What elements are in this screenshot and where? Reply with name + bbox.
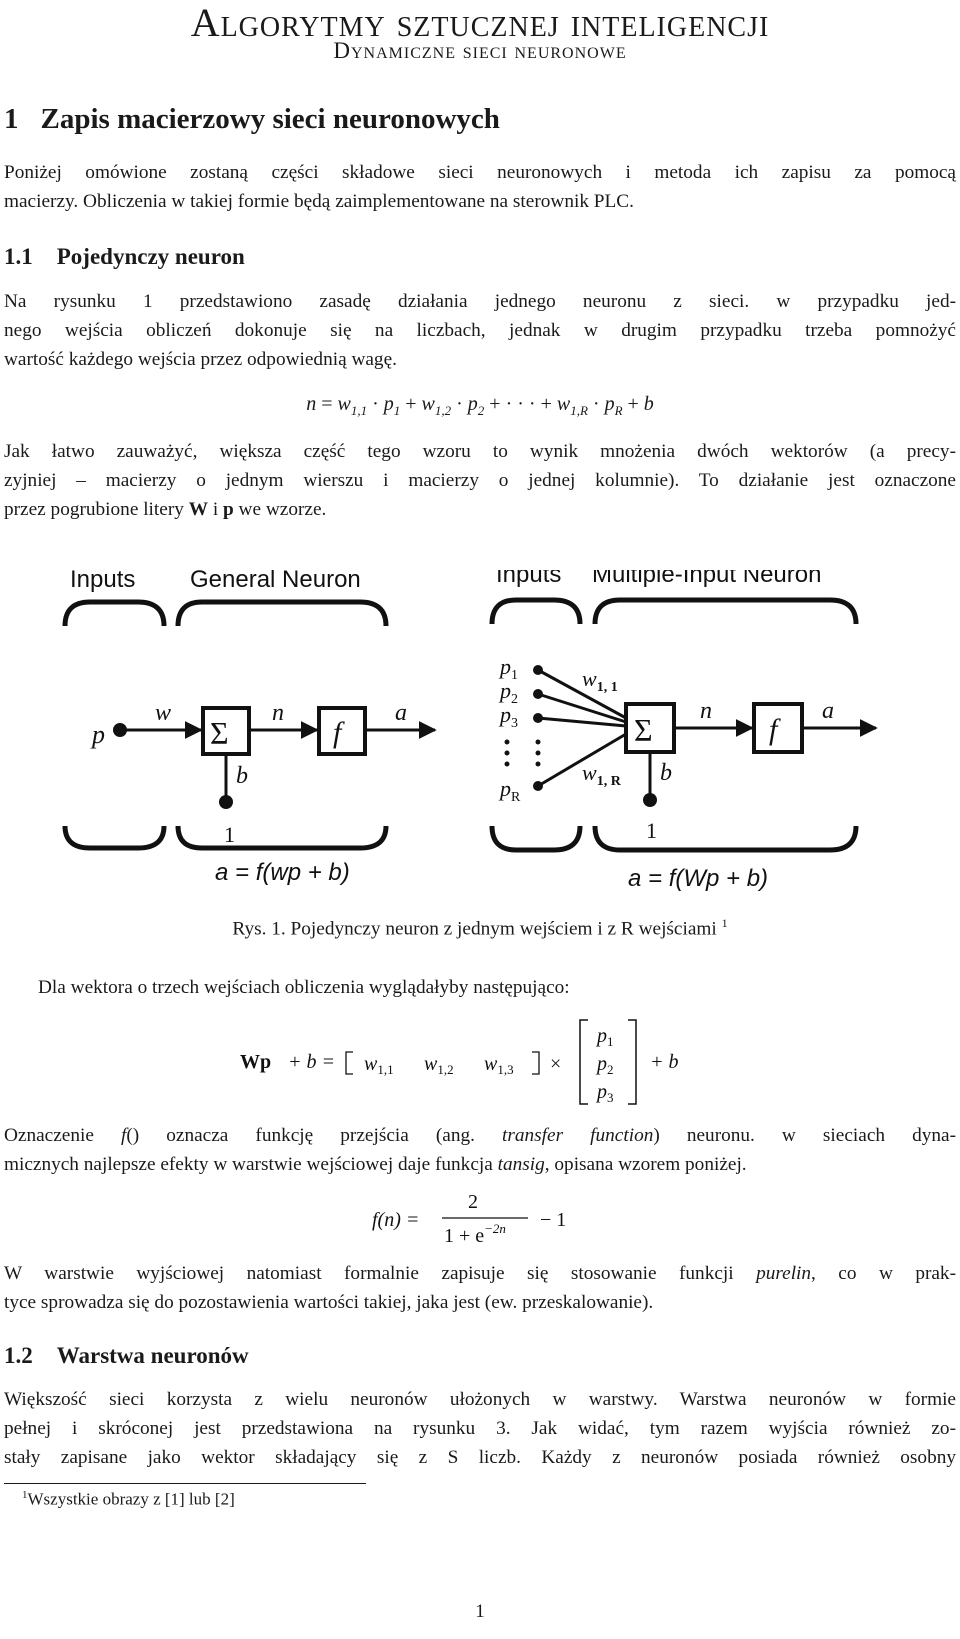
svg-text:+ b =: + b = — [288, 1051, 335, 1073]
text-line: macierzy. Obliczenia w takiej formie będ… — [4, 191, 634, 212]
svg-text:2: 2 — [468, 1191, 478, 1213]
right-inputs-label: Inputs — [496, 570, 561, 588]
text-line: zyjniej – macierzy o jednym wierszu i ma… — [4, 470, 956, 491]
text-line: Większość sieci korzysta z wielu neuronó… — [4, 1389, 956, 1410]
left-title-label: General Neuron — [190, 570, 361, 593]
bracket — [592, 597, 859, 625]
section-title: Pojedynczy neuron — [56, 244, 245, 269]
paragraph-purelin: W warstwie wyjściowej natomiast formalni… — [4, 1259, 956, 1317]
transfer-f-symbol: f — [769, 713, 781, 746]
page-number: 1 — [475, 1601, 485, 1622]
svg-text:Wp: Wp — [240, 1051, 271, 1073]
equation-weighted-sum: n = w1,1 · p1 + w1,2 · p2 + · · · + w1,R… — [306, 393, 654, 418]
bias-b-label: b — [236, 763, 248, 789]
bracket — [175, 825, 389, 851]
svg-text:w1,3: w1,3 — [484, 1053, 514, 1077]
bracket — [489, 597, 583, 625]
equation-matrix: Wp + b = w1,1 w1,2 w1,3 × p1 p2 p3 + b — [240, 1019, 679, 1105]
bracket — [592, 825, 859, 853]
paragraph-vector-product: Jak łatwo zauważyć, większa część tego w… — [4, 437, 956, 524]
input-p3-label: p3 — [498, 702, 518, 731]
bias-one-label: 1 — [224, 822, 235, 847]
figure-caption: Rys. 1. Pojedynczy neuron z jednym wejśc… — [232, 916, 728, 940]
document-title: Algorytmy sztucznej inteligencji — [190, 0, 770, 45]
transfer-box — [752, 702, 804, 754]
transfer-f-symbol: f — [333, 716, 345, 749]
sigma-symbol: Σ — [634, 712, 653, 748]
section-1-intro: Poniżej omówione zostaną części składowe… — [4, 158, 956, 216]
subsection-1-2-heading: 1.2 Warstwa neuronów — [4, 1343, 249, 1369]
section-title: Warstwa neuronów — [56, 1343, 249, 1368]
section-1-heading: 1 Zapis macierzowy sieci neuronowych — [4, 103, 500, 136]
text-line: tyce sprowadza się do pozostawienia wart… — [4, 1292, 654, 1313]
paragraph-layer: Większość sieci korzysta z wielu neuronó… — [4, 1385, 956, 1472]
bracket — [62, 599, 167, 627]
text-line: Oznaczenie f() oznacza funkcję przejścia… — [4, 1125, 956, 1146]
bracket — [175, 599, 389, 627]
paragraph-transfer-function: Oznaczenie f() oznacza funkcję przejścia… — [4, 1121, 956, 1179]
left-inputs-label: Inputs — [70, 570, 135, 593]
svg-text:p3: p3 — [595, 1081, 614, 1105]
section-number: 1.2 — [4, 1343, 33, 1368]
bracket — [489, 825, 583, 853]
svg-text:w1,2: w1,2 — [424, 1053, 454, 1077]
paragraph-three-inputs: Dla wektora o trzech wejściach obliczeni… — [38, 973, 938, 1002]
text-line: nego wejścia obliczeń dokonuje się na li… — [4, 320, 956, 341]
input-pR-label: pR — [498, 776, 521, 805]
text-line: Poniżej omówione zostaną części składowe… — [4, 162, 956, 183]
section-number: 1.1 — [4, 244, 33, 269]
text-line: Dla wektora o trzech wejściach obliczeni… — [38, 977, 570, 998]
svg-text:+ b: + b — [650, 1051, 679, 1073]
text-line: stały zapisane jako wektor składający si… — [4, 1447, 956, 1468]
svg-text:f(n) =: f(n) = — [372, 1209, 419, 1231]
sigma-symbol: Σ — [210, 715, 229, 751]
text-line: Na rysunku 1 przedstawiono zasadę działa… — [4, 291, 956, 312]
svg-text:w1,1: w1,1 — [364, 1053, 394, 1077]
text-line: pełnej i skróconej jest przedstawiona na… — [4, 1418, 956, 1439]
right-formula: a = f(Wp + b) — [628, 865, 768, 892]
paragraph-neuron: Na rysunku 1 przedstawiono zasadę działa… — [4, 287, 956, 374]
weight-w1R-label: w1, R — [582, 760, 622, 789]
bias-one-label: 1 — [646, 818, 657, 843]
bracket — [62, 825, 167, 851]
svg-text:1 + e−2n: 1 + e−2n — [444, 1221, 506, 1247]
footnote-rule — [4, 1483, 366, 1484]
bias-node — [643, 793, 657, 807]
section-title: Zapis macierzowy sieci neuronowych — [40, 103, 500, 135]
net-n-label: n — [700, 698, 712, 724]
text-line: wartość każdego wejścia przez odpowiedni… — [4, 349, 397, 370]
weight-w-label: w — [155, 700, 171, 726]
input-p2-label: p2 — [498, 678, 518, 707]
output-a-label: a — [822, 698, 834, 724]
text-line: Jak łatwo zauważyć, większa część tego w… — [4, 441, 956, 462]
svg-text:p2: p2 — [595, 1053, 614, 1077]
net-n-label: n — [272, 700, 284, 726]
svg-text:p1: p1 — [595, 1025, 614, 1049]
equation-tansig: f(n) = 2 1 + e−2n − 1 — [372, 1191, 566, 1247]
text-line: micznych najlepsze efekty w warstwie wej… — [4, 1154, 747, 1175]
input-p1-label: p1 — [498, 654, 518, 683]
bias-node — [219, 795, 233, 809]
footnote: 1Wszystkie obrazy z [1] lub [2] — [22, 1489, 235, 1509]
section-number: 1 — [4, 103, 19, 135]
neuron-figure: Inputs General Neuron Inputs Multiple-In… — [62, 570, 878, 892]
svg-text:×: × — [550, 1053, 561, 1075]
weight-w11-label: w1, 1 — [582, 666, 618, 695]
left-formula: a = f(wp + b) — [215, 859, 350, 886]
output-a-label: a — [395, 700, 407, 726]
text-line: W warstwie wyjściowej natomiast formalni… — [4, 1263, 956, 1284]
text-line: przez pogrubione litery W i p we wzorze. — [4, 499, 327, 520]
document-subtitle: Dynamiczne sieci neuronowe — [333, 38, 627, 63]
subsection-1-1-heading: 1.1 Pojedynczy neuron — [4, 244, 245, 270]
right-title-label: Multiple-Input Neuron — [592, 570, 821, 588]
svg-text:− 1: − 1 — [540, 1209, 566, 1231]
bias-b-label: b — [660, 760, 672, 786]
input-p-label: p — [90, 720, 105, 749]
transfer-box — [317, 706, 367, 756]
